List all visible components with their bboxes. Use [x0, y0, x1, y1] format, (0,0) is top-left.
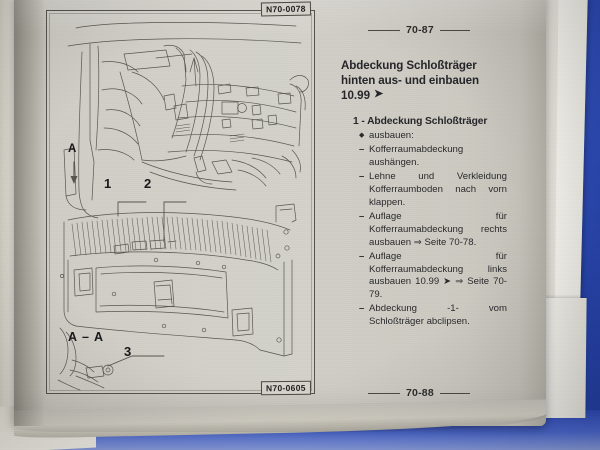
step-marker-diamond: ◆ — [359, 132, 365, 140]
step-text: Auflage für Kofferraumabdeckung rechts a… — [369, 211, 507, 248]
figure-id-top: N70-0078 — [260, 1, 311, 17]
instruction-text-column: Abdeckung Schloßträger hinten aus- und e… — [341, 58, 507, 330]
forward-arrow-icon: ➤ — [374, 88, 384, 101]
step-text: ausbauen: — [369, 130, 414, 142]
procedure-version: 10.99 — [341, 89, 371, 103]
technical-drawing — [57, 22, 309, 391]
step-marker-dash: – — [359, 211, 365, 223]
page-header: 70-87 — [368, 24, 470, 36]
header-rule-right — [439, 29, 470, 31]
step-text: Kofferraumabdeckung aushängen. — [369, 144, 464, 169]
figure-id-bottom: N70-0605 — [260, 380, 311, 396]
figure-callout-2: 2 — [144, 176, 152, 191]
header-rule-left — [368, 29, 400, 31]
step-list: ◆ ausbauen: – Kofferraumabdeckung aushän… — [341, 130, 507, 329]
step-item-2: – Kofferraumabdeckung aushängen. — [359, 144, 507, 170]
step-item-1: ◆ ausbauen: — [359, 130, 507, 143]
procedure-version-row: 10.99 ➤ — [341, 88, 507, 103]
step-text: Abdeckung -1- vom Schloßträger abclipsen… — [369, 303, 507, 328]
footer-rule-left — [368, 392, 400, 394]
section-arrow-label-a: A — [68, 143, 77, 155]
step-item-6: – Abdeckung -1- vom Schloßträger abclips… — [359, 303, 507, 329]
footer-page-number: 70-88 — [406, 387, 434, 399]
step-item-5: – Auflage für Kofferraumabdeckung links … — [359, 251, 507, 302]
step-marker-dash: – — [359, 144, 365, 156]
step-text: Lehne und Verkleidung Kofferraumboden na… — [369, 171, 507, 208]
section-view-label-a-a: A – A — [68, 330, 105, 344]
item-heading: 1 - Abdeckung Schloßträger — [353, 116, 488, 128]
step-text: Auflage für Kofferraumabdeckung links au… — [369, 250, 507, 301]
step-marker-dash: – — [359, 250, 365, 262]
procedure-title-line-2: hinten aus- und einbauen — [341, 74, 480, 88]
step-item-4: – Auflage für Kofferraumabdeckung rechts… — [359, 211, 507, 249]
step-marker-dash: – — [359, 303, 365, 315]
footer-rule-right — [439, 392, 470, 394]
figure-callout-3: 3 — [124, 344, 132, 359]
step-item-3: – Lehne und Verkleidung Kofferraumboden … — [359, 171, 507, 209]
step-marker-dash: – — [359, 171, 365, 183]
page-footer: 70-88 — [368, 387, 470, 399]
procedure-title: Abdeckung Schloßträger hinten aus- und e… — [341, 58, 507, 88]
figure-frame-inner-line — [49, 13, 312, 391]
procedure-title-line-1: Abdeckung Schloßträger — [341, 59, 477, 72]
figure-callout-1: 1 — [104, 176, 112, 191]
header-page-number: 70-87 — [406, 24, 434, 36]
